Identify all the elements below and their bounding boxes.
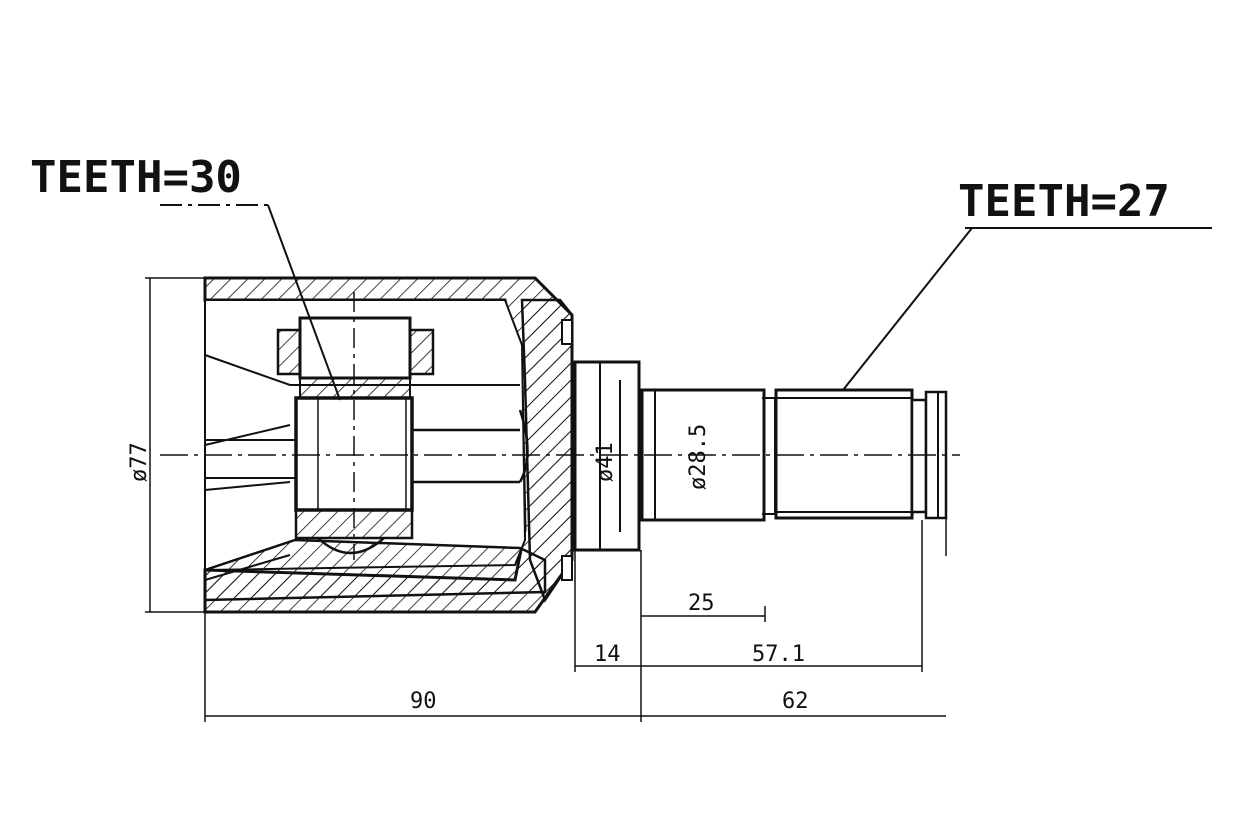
stub-shaft	[573, 360, 948, 552]
annotations: TEETH=30 TEETH=27 ø77 ø41 ø28.5 25 14 57…	[30, 152, 1170, 714]
housing-end-wall	[520, 298, 574, 603]
dim-length-62: 62	[782, 689, 809, 714]
spider-ball	[317, 537, 385, 555]
dim-outer-diameter: ø77	[127, 442, 152, 482]
shaft-end	[910, 398, 928, 514]
dim-length-25: 25	[688, 591, 715, 616]
dim-shaft-diameter: ø28.5	[686, 424, 711, 490]
dimension-lines	[145, 277, 947, 722]
tripod-spider	[205, 316, 529, 555]
teeth-label-left: TEETH=30	[30, 152, 242, 203]
leaders	[160, 204, 1212, 401]
centerlines	[160, 292, 960, 560]
flange	[573, 360, 641, 552]
dim-flange-diameter: ø41	[593, 442, 618, 482]
spline-shaft	[774, 388, 914, 520]
dim-length-90: 90	[410, 689, 437, 714]
teeth-label-right: TEETH=27	[958, 176, 1170, 227]
dim-length-14: 14	[594, 642, 621, 667]
dim-length-57-1: 57.1	[752, 642, 805, 667]
